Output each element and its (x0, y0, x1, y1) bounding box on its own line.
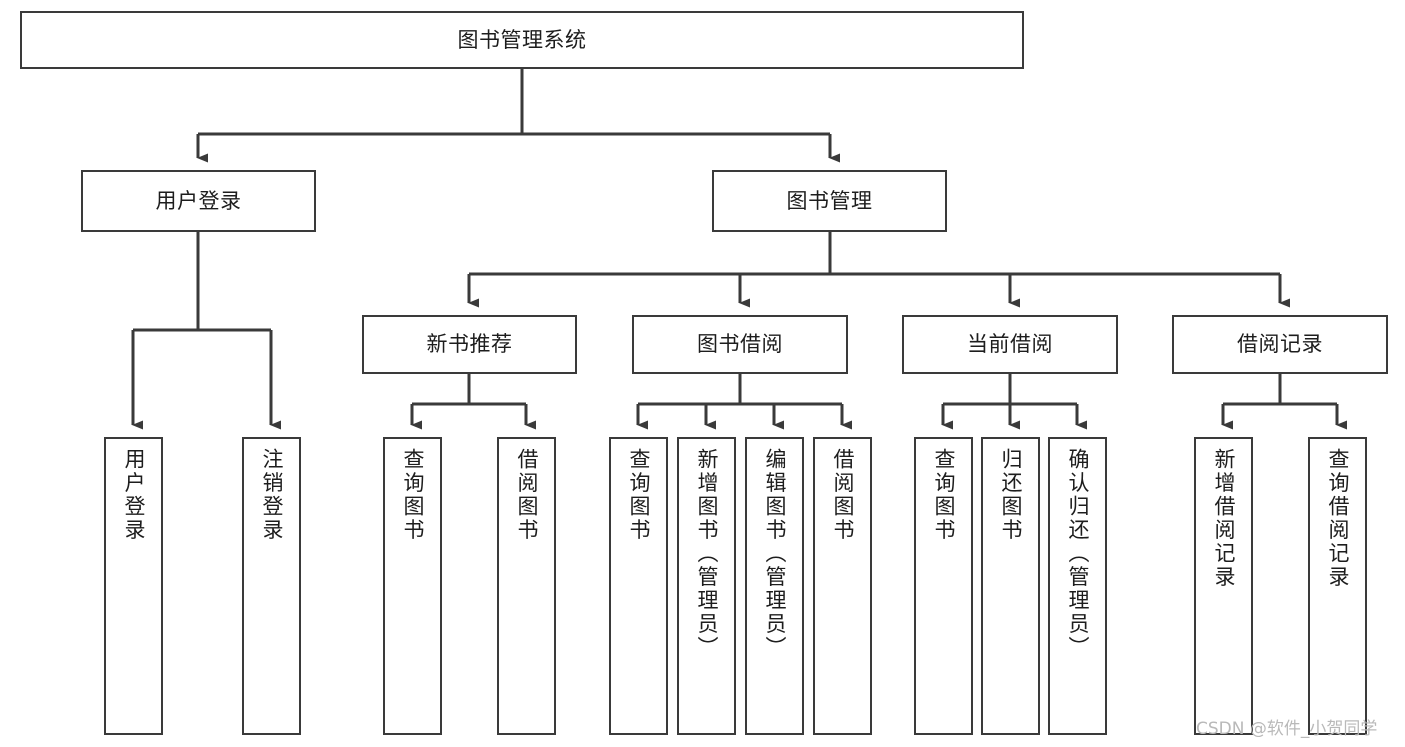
node-new-book-recommend[interactable]: 新书推荐 (362, 315, 577, 374)
node-label: 确认归还（管理员） (1066, 448, 1090, 660)
node-current-borrow[interactable]: 当前借阅 (902, 315, 1118, 374)
node-label: 新书推荐 (426, 332, 513, 357)
leaf-borrow-query-book[interactable]: 查询图书 (609, 437, 668, 735)
node-label: 查询图书 (627, 448, 651, 542)
node-label: 新增图书（管理员） (695, 448, 719, 660)
node-label: 当前借阅 (967, 332, 1053, 357)
node-book-borrow[interactable]: 图书借阅 (632, 315, 848, 374)
node-label: 查询图书 (401, 448, 425, 542)
leaf-current-query-book[interactable]: 查询图书 (914, 437, 973, 735)
node-label: 新增借阅记录 (1212, 448, 1236, 589)
watermark: CSDN @软件_小贺同学 (1196, 719, 1378, 739)
leaf-new-book-borrow[interactable]: 借阅图书 (497, 437, 556, 735)
node-root-library-system[interactable]: 图书管理系统 (20, 11, 1024, 69)
leaf-current-return-book[interactable]: 归还图书 (981, 437, 1040, 735)
leaf-record-add-record[interactable]: 新增借阅记录 (1194, 437, 1253, 735)
leaf-record-query-record[interactable]: 查询借阅记录 (1308, 437, 1367, 735)
node-label: 编辑图书（管理员） (763, 448, 787, 660)
node-label: 借阅记录 (1237, 332, 1323, 357)
leaf-user-login-login[interactable]: 用户登录 (104, 437, 163, 735)
node-label: 借阅图书 (831, 448, 855, 542)
leaf-current-confirm-return-admin[interactable]: 确认归还（管理员） (1048, 437, 1107, 735)
node-label: 归还图书 (999, 448, 1023, 542)
leaf-borrow-add-book-admin[interactable]: 新增图书（管理员） (677, 437, 736, 735)
leaf-new-book-query[interactable]: 查询图书 (383, 437, 442, 735)
leaf-borrow-edit-book-admin[interactable]: 编辑图书（管理员） (745, 437, 804, 735)
node-book-management[interactable]: 图书管理 (712, 170, 947, 232)
node-label: 借阅图书 (515, 448, 539, 542)
node-label: 用户登录 (122, 448, 146, 542)
node-label: 图书管理 (786, 188, 873, 213)
leaf-user-login-logout[interactable]: 注销登录 (242, 437, 301, 735)
node-user-login[interactable]: 用户登录 (81, 170, 316, 232)
node-label: 查询借阅记录 (1326, 448, 1350, 589)
node-label: 用户登录 (155, 188, 242, 213)
node-label: 图书管理系统 (457, 27, 587, 52)
node-label: 注销登录 (260, 448, 284, 542)
leaf-borrow-borrow-book[interactable]: 借阅图书 (813, 437, 872, 735)
node-label: 图书借阅 (697, 332, 783, 357)
node-borrow-record[interactable]: 借阅记录 (1172, 315, 1388, 374)
node-label: 查询图书 (932, 448, 956, 542)
